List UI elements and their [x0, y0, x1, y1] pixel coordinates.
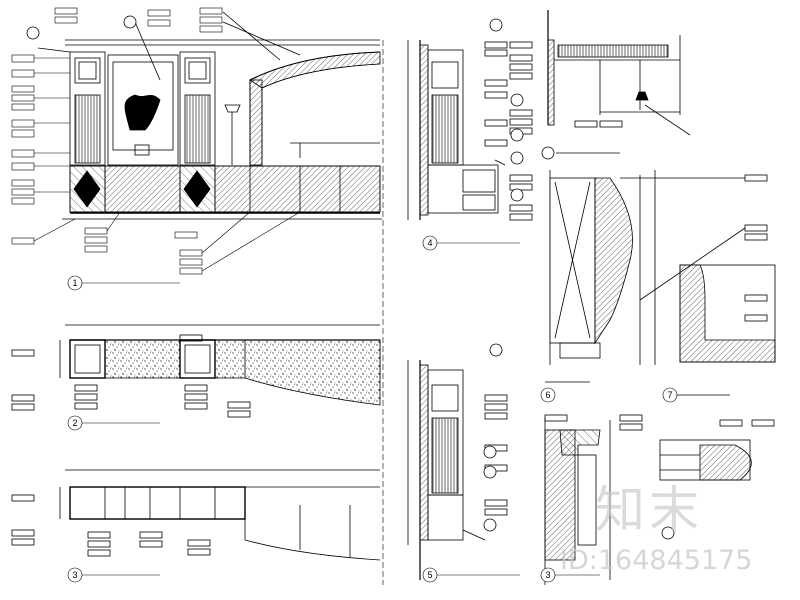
elevation-1-tags	[11, 7, 301, 275]
drawing-titles	[67, 235, 678, 583]
detail-8	[544, 414, 775, 585]
detail-7	[545, 170, 776, 396]
callout-5: 5	[427, 570, 432, 580]
section-5	[407, 343, 508, 580]
callout-7: 7	[667, 390, 672, 400]
callout-4: 4	[427, 238, 432, 248]
callout-6: 6	[545, 390, 550, 400]
callout-labels: 1 2 3 4 5 6 7 3	[72, 238, 672, 580]
watermark-logo: 知末	[595, 481, 703, 539]
elevation-1	[26, 11, 382, 220]
plan-2	[11, 324, 381, 418]
callout-3: 3	[72, 570, 77, 580]
callout-circle-6	[540, 387, 556, 403]
callout-3b: 3	[545, 570, 550, 580]
callout-2: 2	[72, 418, 77, 428]
detail-6	[541, 10, 691, 160]
watermark-id: ID:164845175	[560, 545, 753, 576]
callout-1: 1	[72, 278, 77, 288]
plan-3	[11, 469, 381, 561]
callout-circle-7	[662, 387, 678, 403]
section-4	[407, 18, 533, 221]
